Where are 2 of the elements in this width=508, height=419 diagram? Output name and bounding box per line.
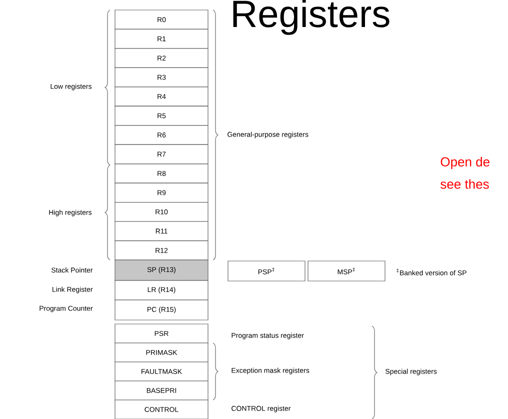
note-text: Open de [440, 156, 490, 170]
note-text: see thes [440, 179, 489, 189]
